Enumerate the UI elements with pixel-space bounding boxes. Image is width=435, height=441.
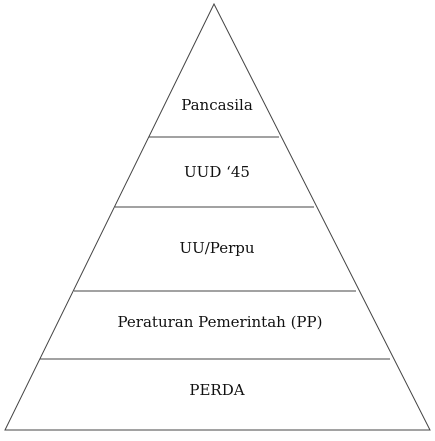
pyramid-outline — [4, 2, 431, 431]
tier-label-pancasila: Pancasila — [181, 96, 253, 114]
tier-label-perda: PERDA — [189, 381, 244, 399]
tier-label-peraturan-pemerintah: Peraturan Pemerintah (PP) — [118, 313, 323, 331]
tier-label-uu-perpu: UU/Perpu — [179, 239, 254, 257]
tier-label-uud-45: UUD ‘45 — [184, 163, 250, 181]
